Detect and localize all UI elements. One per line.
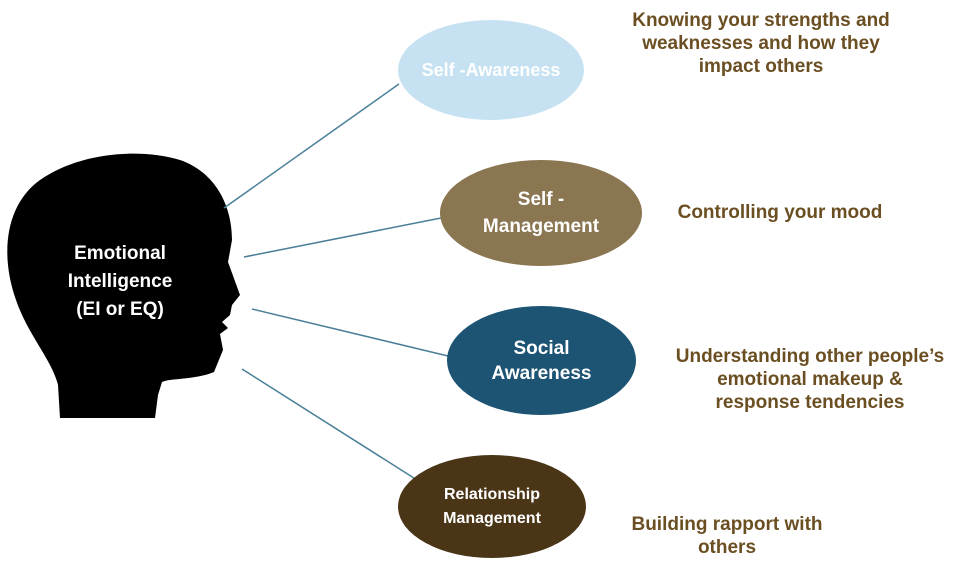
description-line: Building rapport with: [631, 514, 823, 535]
center-label-line: Emotional: [74, 243, 166, 264]
center-label: Emotional Intelligence (EI or EQ): [50, 240, 190, 324]
connector-relationship-management: [241, 368, 418, 481]
description-line: emotional makeup &: [717, 369, 903, 390]
description-line: response tendencies: [715, 392, 905, 413]
center-label-line: Intelligence: [67, 271, 173, 292]
description-line: weaknesses and how they: [642, 33, 880, 54]
connector-self-management: [243, 217, 442, 258]
head-silhouette: [7, 153, 240, 418]
description-self-management: Controlling your mood: [660, 201, 900, 224]
node-label: Relationship: [443, 485, 540, 503]
description-line: Knowing your strengths and: [632, 10, 890, 31]
description-line: others: [697, 537, 757, 558]
node-social-awareness: Social Awareness: [447, 306, 636, 415]
node-label: Social: [513, 337, 570, 359]
description-relationship-management: Building rapport with others: [614, 513, 840, 559]
connector-social-awareness: [251, 308, 449, 357]
node-self-awareness: Self -Awareness: [398, 20, 584, 120]
node-label: Awareness: [491, 362, 592, 384]
description-line: Controlling your mood: [677, 202, 883, 223]
center-label-line: (EI or EQ): [76, 299, 164, 320]
node-relationship-management: Relationship Management: [398, 455, 586, 558]
description-line: impact others: [698, 56, 824, 77]
node-label: Management: [443, 509, 541, 527]
connector-self-awareness: [223, 83, 400, 209]
node-label: Self -Awareness: [421, 59, 561, 80]
node-self-management: Self - Management: [440, 160, 642, 266]
description-self-awareness: Knowing your strengths and weaknesses an…: [604, 9, 918, 78]
description-line: Understanding other people’s: [675, 346, 945, 367]
description-social-awareness: Understanding other people’s emotional m…: [660, 345, 960, 414]
node-label: Self -: [517, 189, 565, 210]
node-label: Management: [482, 216, 600, 237]
